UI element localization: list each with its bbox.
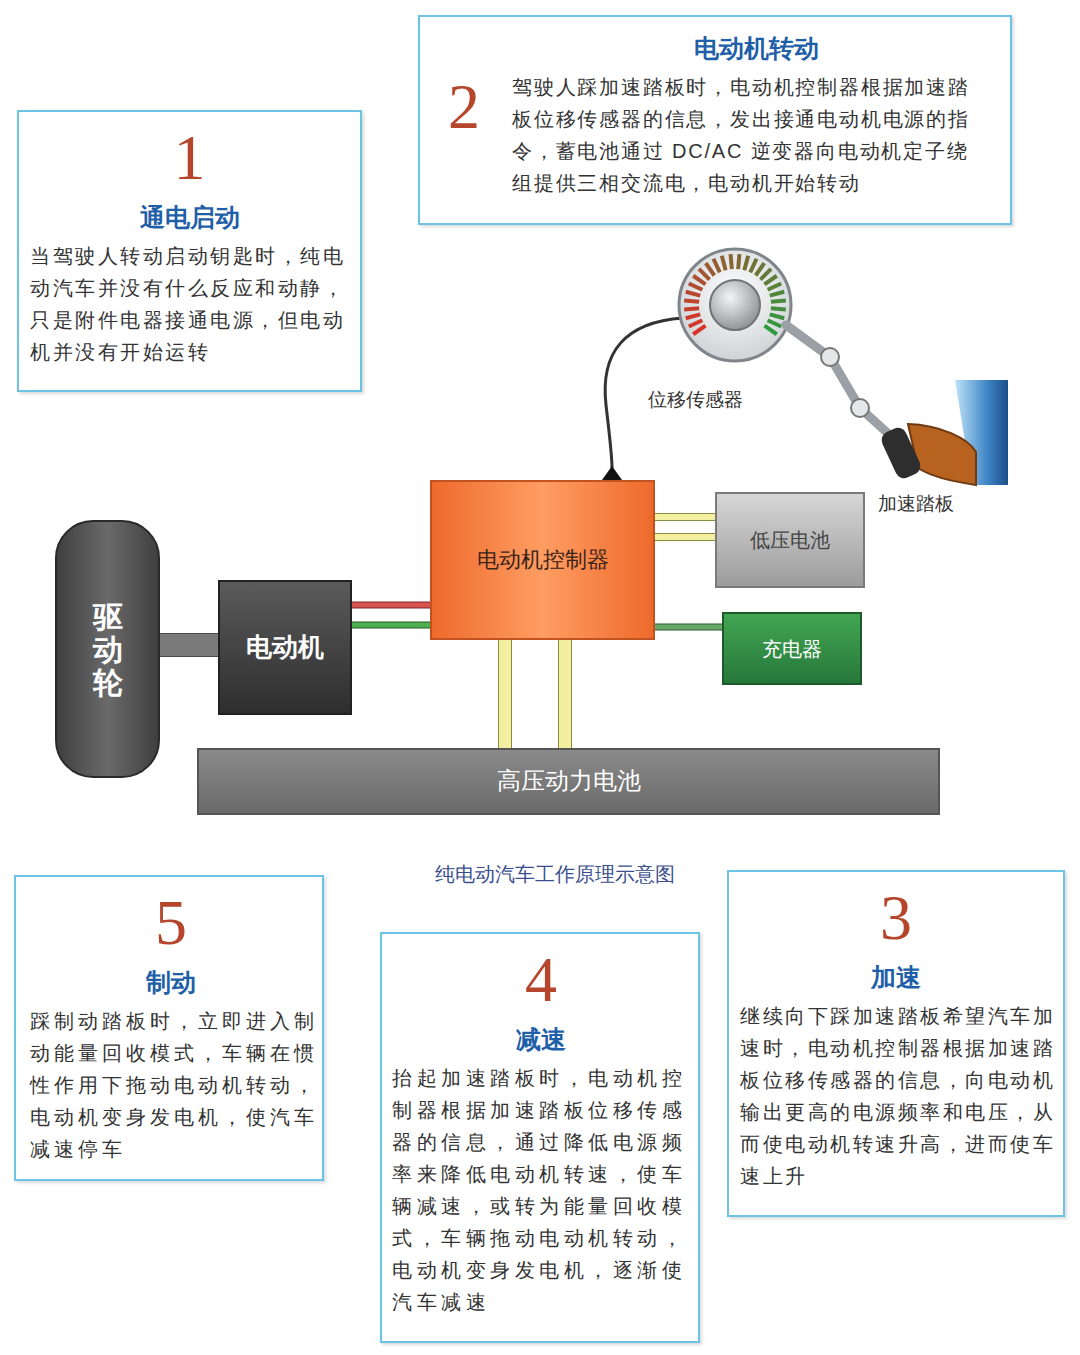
power-wire (565, 640, 566, 748)
gauge-tick (713, 259, 719, 273)
callout-number: 1 (30, 126, 349, 190)
gauge-tick (770, 292, 784, 296)
gauge-tick (689, 320, 703, 326)
power-wire (655, 537, 715, 538)
gauge-hub (710, 280, 760, 330)
battery-box: 低压电池 (715, 492, 865, 588)
wire-core (559, 640, 571, 748)
wire-core (160, 634, 218, 656)
callout-body: 踩制动踏板时，立即进入制 动能量回收模式，车辆在惯 性作用下拖动电动机转动， 电… (30, 1005, 328, 1165)
figure-caption: 纯电动汽车工作原理示意图 (395, 862, 715, 886)
gauge-tick (760, 269, 771, 280)
wire-outline (352, 622, 430, 629)
step-callout: 4 减速抬起加速踏板时，电动机控 制器根据加速踏板位移传感 器的信息，通过降低电源… (380, 932, 700, 1343)
wire-core (352, 623, 430, 628)
power-wire (505, 640, 506, 748)
sensor-gauge (679, 249, 791, 361)
gauge-tick (768, 320, 782, 326)
motor-box: 电动机 (218, 580, 352, 715)
part-name: 充电器 (762, 637, 822, 661)
gauge-tick (771, 308, 786, 309)
callout-number: 5 (30, 891, 312, 955)
wire-outline (655, 533, 715, 541)
gauge-tick (722, 256, 726, 270)
gauge-tick (689, 283, 703, 289)
wire-outline (655, 624, 722, 631)
callout-number: 4 (392, 948, 690, 1012)
callout-body: 驾驶人踩加速踏板时，电动机控制器根据加速踏 板位移传感器的信息，发出接通电动机电… (512, 71, 996, 199)
gauge-tick (693, 276, 705, 285)
part-name: 驱动轮 (93, 600, 123, 699)
pedal-linkage (786, 325, 893, 438)
wire-outline (655, 513, 715, 521)
gauge-tick (686, 314, 700, 318)
callout-heading: 制动 (30, 965, 312, 999)
driver-shoe (908, 424, 976, 485)
callout-heading: 通电启动 (30, 200, 349, 234)
part-label: 位移传感器 (648, 388, 743, 412)
cable-plug (602, 466, 622, 480)
callout-body: 继续向下踩加速踏板希望汽车加 速时，电动机控制器根据加速踏 板位移传感器的信息，… (740, 1000, 1065, 1192)
gauge-tick (750, 259, 756, 273)
part-name: 高压动力电池 (497, 767, 641, 796)
callout-number: 3 (740, 886, 1052, 950)
part-name: 电动机控制器 (477, 547, 609, 573)
linkage-joint (821, 348, 839, 366)
wire-outline (352, 602, 430, 609)
gauge-tick (686, 292, 700, 296)
part-label: 加速踏板 (878, 492, 954, 516)
wire-core (352, 603, 430, 608)
wire-core (655, 625, 722, 630)
callout-heading: 加速 (740, 960, 1052, 994)
accelerator-pedal (879, 425, 924, 481)
gauge-tick (738, 254, 739, 269)
gauge-tick (756, 263, 765, 275)
gauge-tick (684, 308, 699, 309)
power-wire (352, 605, 430, 606)
callout-heading: 减速 (392, 1022, 690, 1056)
power-wire (655, 517, 715, 518)
gauge-tick (706, 263, 715, 275)
gauge-tick (744, 256, 748, 270)
drive-shaft (160, 645, 218, 646)
callout-number: 2 (434, 75, 494, 139)
gauge-tick (771, 301, 786, 302)
callout-body: 抬起加速踏板时，电动机控 制器根据加速踏板位移传感 器的信息，通过降低电源频 率… (392, 1062, 697, 1318)
gauge-tick (770, 314, 784, 318)
wire-core (655, 534, 715, 540)
step-callout: 3 加速继续向下踩加速踏板希望汽车加 速时，电动机控制器根据加速踏 板位移传感器的… (727, 870, 1065, 1217)
wire-outline (498, 640, 512, 748)
gauge-tick (731, 254, 732, 269)
wire-core (655, 514, 715, 520)
gauge-tick (764, 326, 776, 335)
gauge-tick (693, 326, 705, 335)
gauge-tick (684, 301, 699, 302)
gauge-tick (699, 269, 710, 280)
battery-band: 高压动力电池 (197, 748, 940, 815)
part-name: 电动机 (246, 632, 324, 663)
wire-core (499, 640, 511, 748)
power-wire (352, 625, 430, 626)
controller-box: 电动机控制器 (430, 480, 655, 640)
callout-body: 当驾驶人转动启动钥匙时，纯电 动汽车并没有什么反应和动静， 只是附件电器接通电源… (30, 240, 355, 368)
callout-heading: 电动机转动 (512, 31, 1000, 65)
charger-box: 充电器 (722, 612, 862, 685)
step-callout: 1 通电启动当驾驶人转动启动钥匙时，纯电 动汽车并没有什么反应和动静， 只是附件电… (17, 110, 362, 392)
step-callout: 2 电动机转动驾驶人踩加速踏板时，电动机控制器根据加速踏 板位移传感器的信息，发出… (418, 15, 1012, 225)
drive-wheel: 驱动轮 (55, 520, 160, 778)
gauge-tick (764, 276, 776, 285)
gauge-tick (768, 283, 782, 289)
linkage-joint (851, 399, 869, 417)
gauge-ticks (684, 254, 786, 334)
charge-wire (655, 627, 722, 628)
wire-outline (160, 633, 218, 657)
wire-outline (558, 640, 572, 748)
part-name: 低压电池 (750, 528, 830, 552)
step-callout: 5制动踩制动踏板时，立即进入制 动能量回收模式，车辆在惯 性作用下拖动电动机转动… (14, 875, 324, 1181)
